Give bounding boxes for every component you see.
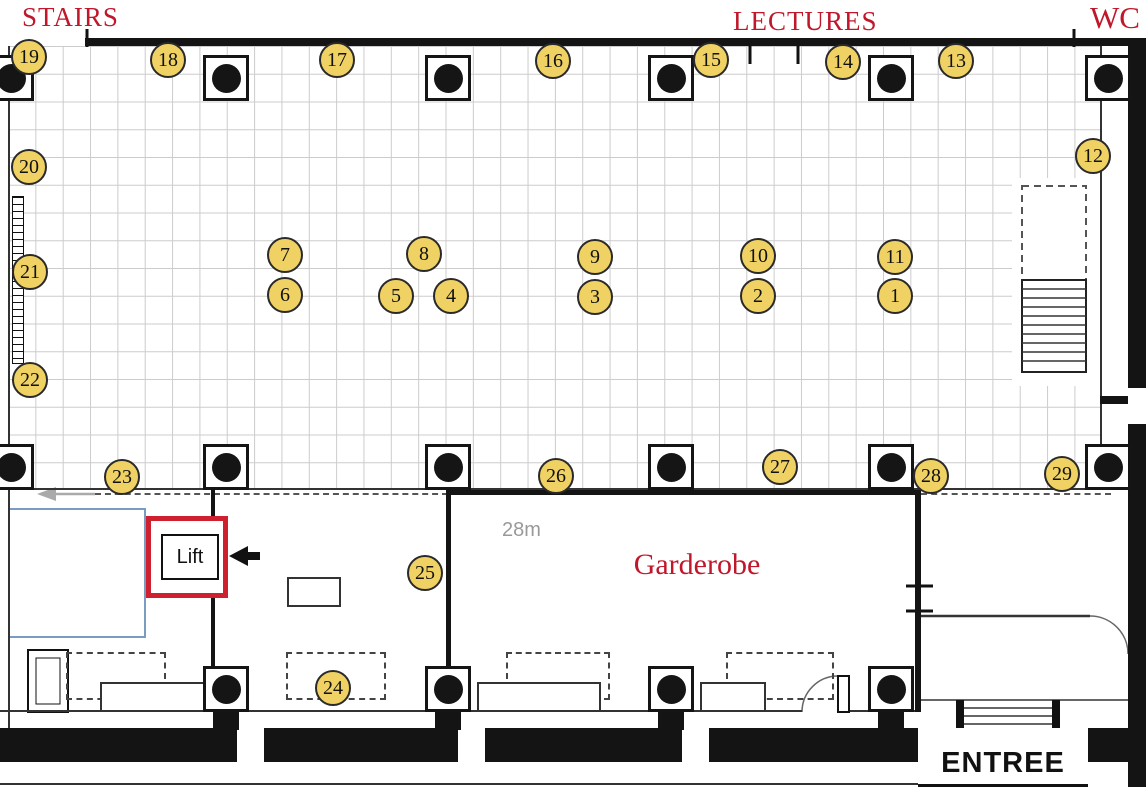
top-wall-ticks xyxy=(85,29,1076,64)
corridor-line xyxy=(1100,488,1128,490)
facade-pillar xyxy=(658,708,684,730)
sidewalk-line xyxy=(0,783,918,785)
small-table-outline xyxy=(287,577,341,607)
floor-grid xyxy=(8,46,1102,490)
facade-gap xyxy=(237,728,264,762)
radiator-icon xyxy=(12,196,24,364)
storage-room-icon xyxy=(27,649,69,713)
wc-label: WC xyxy=(1090,0,1140,35)
wall-top xyxy=(85,38,1146,46)
wall-right-door-gap xyxy=(1128,388,1146,424)
lower-wall-line-a xyxy=(0,710,802,712)
facade-pillar xyxy=(213,708,239,730)
garderobe-wall-left xyxy=(446,490,451,712)
measure-arrow-icon xyxy=(37,487,95,501)
entree-area: ENTREE xyxy=(918,728,1088,787)
bench-solid xyxy=(700,682,766,712)
garderobe-wall-right xyxy=(915,490,921,712)
dashed-boundary-left xyxy=(95,493,448,495)
facade-band-right xyxy=(1088,728,1146,762)
right-room-door-icon xyxy=(921,614,1129,655)
facade-pillar xyxy=(435,708,461,730)
facade-pillar xyxy=(878,708,904,730)
garderobe-wall-top xyxy=(448,490,918,495)
stairs-icon xyxy=(1012,178,1108,386)
facade-gap xyxy=(458,728,485,762)
garderobe-label: Garderobe xyxy=(633,548,761,581)
lectures-label: LECTURES xyxy=(733,6,878,36)
hall-left-line xyxy=(8,46,10,490)
facade-gap xyxy=(682,728,709,762)
blue-room-outline xyxy=(8,508,146,638)
measure-label: 28m xyxy=(502,519,541,541)
bench-dashed xyxy=(286,652,386,700)
hall-right-line xyxy=(1100,46,1102,490)
lift-cab: Lift xyxy=(161,534,219,580)
lift-label: Lift xyxy=(176,545,204,568)
wall-right-door-leaf xyxy=(1100,396,1128,404)
lift-arrow-icon xyxy=(229,546,260,566)
lift-room: Lift xyxy=(146,516,228,598)
dashed-boundary-right xyxy=(921,493,1111,495)
entrance-steps-icon xyxy=(921,699,1128,728)
bench-dashed xyxy=(726,652,834,700)
garderobe-door-icon xyxy=(801,675,850,713)
left-lower-line xyxy=(8,490,10,728)
bench-solid xyxy=(100,682,228,712)
bench-solid xyxy=(477,682,601,712)
entree-label: ENTREE xyxy=(941,747,1065,779)
stairs-label: STAIRS xyxy=(22,2,119,32)
